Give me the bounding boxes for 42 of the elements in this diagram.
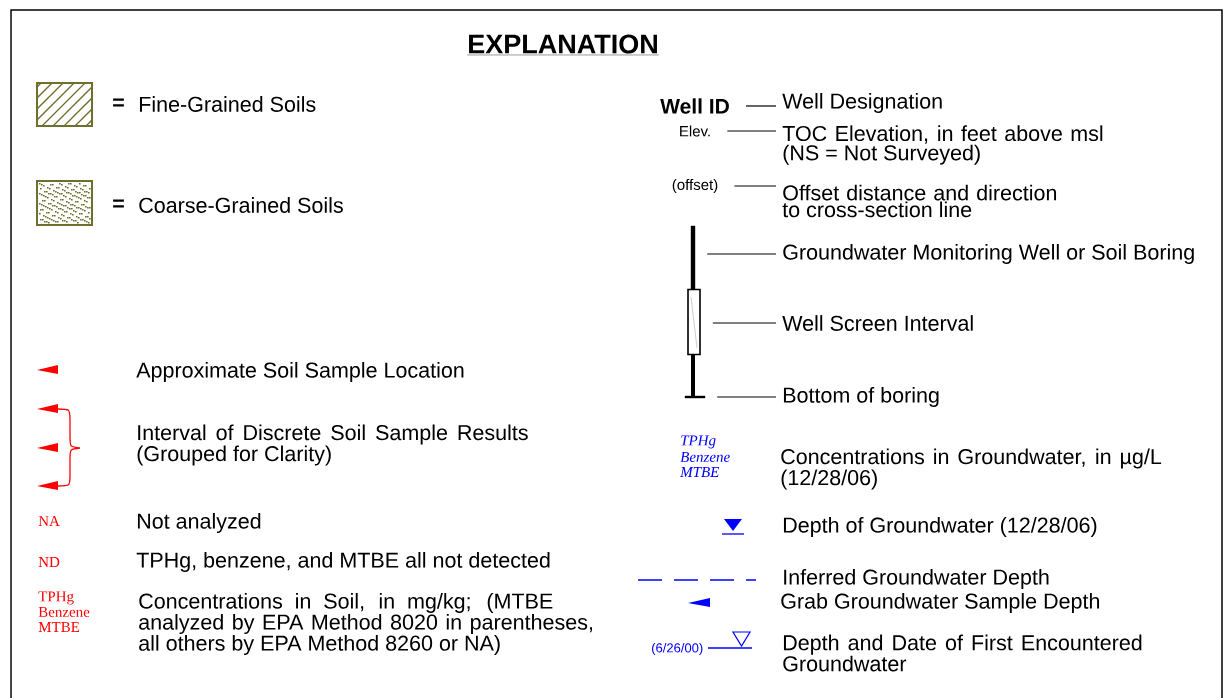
legend-text: Depth and Date of First Encountered Groundwater (783, 634, 1142, 672)
legend-text: Concentrations in Groundwater, in µg/L (12/28/06) (781, 448, 1162, 490)
analyte-label: TPHg (38, 591, 74, 605)
analyte-label: Benzene (38, 607, 90, 617)
date-label: (6/26/00) (652, 642, 703, 656)
title: EXPLANATION (467, 34, 659, 56)
legend-text: TPHg, benzene, and MTBE all not detected (136, 552, 550, 572)
offset-label: (offset) (672, 179, 718, 193)
abbreviation: ND (38, 557, 60, 567)
legend-text: Approximate Soil Sample Location (136, 362, 464, 382)
abbreviation: NA (38, 516, 60, 526)
equals-sign: = (113, 199, 124, 208)
boring-bottom (684, 355, 706, 399)
description-text: Offset distance and direction to cross-section line (782, 184, 1056, 218)
description-text: Well Designation (782, 93, 942, 114)
leader-line (712, 322, 777, 324)
leader-line (706, 253, 777, 255)
leader-line (733, 185, 777, 187)
description-text: Bottom of boring (783, 387, 939, 407)
description-text: Groundwater Monitoring Well or Soil Boring (783, 244, 1194, 264)
legend-text: Fine-Grained Soils (139, 96, 316, 112)
elevation-label: Elev. (680, 125, 710, 137)
equals-sign: = (113, 98, 124, 107)
well-id-label: Well ID (660, 98, 729, 114)
legend-text: Not analyzed (137, 513, 261, 533)
legend-text: Interval of Discrete Soil Sample Results (Grouped for Clarity) (137, 424, 528, 466)
leader-line (726, 130, 777, 132)
description-text: Well Screen Interval (782, 315, 973, 331)
leader-line (716, 396, 777, 398)
analyte-label: MTBE (680, 467, 720, 477)
analyte-label: TPHg (681, 435, 716, 449)
description-text: TOC Elevation, in feet above msl (NS = Not Surveyed) (782, 125, 1103, 165)
legend-text: Coarse-Grained Soils (139, 197, 343, 213)
leader-line (745, 105, 777, 107)
legend-text: Grab Groundwater Sample Depth (781, 593, 1099, 613)
legend-text: Depth of Groundwater (12/28/06) (783, 517, 1097, 537)
well-casing (690, 225, 696, 291)
legend-text: Inferred Groundwater Depth (784, 569, 1049, 589)
analyte-label: MTBE (38, 622, 80, 632)
legend-text: Concentrations in Soil, in mg/kg; (MTBE analyzed by EPA Method 8020 in parentheses, all others by EPA Method 8260 or NA) (139, 592, 592, 656)
analyte-label: Benzene (680, 452, 730, 462)
well-screen (687, 288, 701, 356)
